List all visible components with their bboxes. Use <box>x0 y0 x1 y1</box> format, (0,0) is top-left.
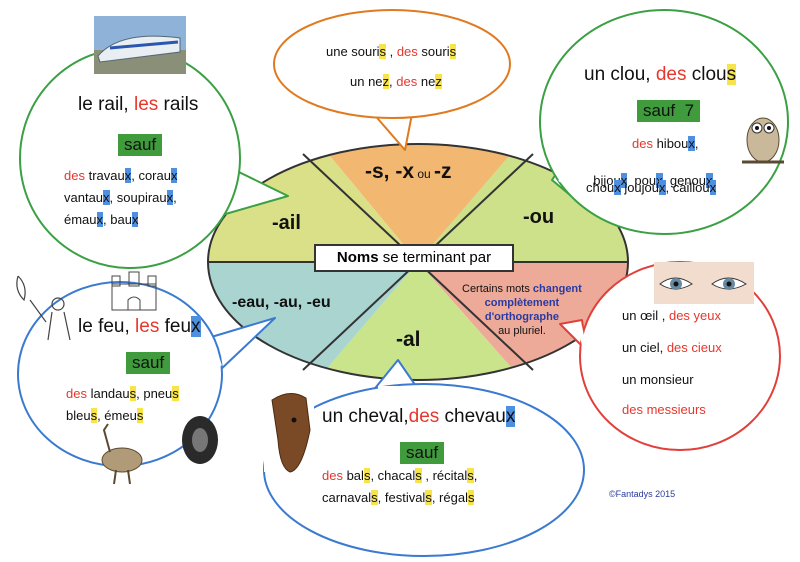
copyright: ©Fantadys 2015 <box>609 489 676 499</box>
bubble-ou-line3: choux joujoux, cailloux <box>586 180 717 195</box>
wheel-label-al: -al <box>396 328 421 351</box>
firefighter-image-icon <box>16 275 71 341</box>
train-image-icon <box>94 16 186 74</box>
horse-image-icon <box>264 388 314 473</box>
wheel-label-s-x-z: -s, -x ou -z <box>365 160 452 183</box>
center-label-bold: Noms <box>336 249 379 266</box>
bubble-al-sauf: sauf <box>400 442 445 464</box>
bubble-ail-title: le rail, les rails <box>78 94 199 115</box>
bubble-s-line1: une souris , des souris <box>326 44 457 59</box>
bubble-al <box>263 359 585 557</box>
bubble-ail <box>19 47 289 269</box>
bubble-ou-title: un clou, des clous <box>584 64 737 85</box>
tyre-image-icon <box>182 416 218 464</box>
bubble-ail-sauf: sauf <box>118 134 163 156</box>
bubble-irr-line3: un monsieur <box>622 372 694 387</box>
bubble-al-title: un cheval,des chevaux <box>322 406 516 427</box>
bubble-eu-sauf: sauf <box>126 352 171 374</box>
center-label: Noms se terminant par <box>314 244 514 272</box>
bubble-eu <box>17 281 276 467</box>
bubble-irr-line2: un ciel, des cieux <box>622 340 722 355</box>
bubble-al-line2: carnavals, festivals, régals <box>322 490 475 505</box>
bubble-ail-line3: émaux, baux <box>64 212 139 227</box>
bubble-eu-line2: bleus, émeus <box>66 408 144 423</box>
bubble-ou-sauf: sauf 7 <box>637 100 701 122</box>
center-label-rest: se terminant par <box>378 249 492 266</box>
eyes-image-icon <box>654 262 754 304</box>
bubble-irr-line4: des messieurs <box>622 402 706 417</box>
wheel-label-ou: -ou <box>523 206 555 228</box>
bubble-irr <box>559 261 781 451</box>
bubble-al-line1: des bals, chacals , récitals, <box>322 468 478 483</box>
wheel-label-special: Certains mots changent complètement d'or… <box>462 283 582 337</box>
castle-image-icon <box>111 271 157 311</box>
sector-top <box>300 144 540 262</box>
sector-al <box>300 262 540 380</box>
bubble-ail-line1: des travaux, coraux <box>64 168 178 183</box>
owl-image-icon <box>742 117 784 164</box>
bubble-eu-title: le feu, les feux <box>78 316 201 337</box>
wheel <box>208 144 628 380</box>
bubble-eu-line1: des landaus, pneus <box>66 386 179 401</box>
bubble-s <box>273 9 511 151</box>
emu-image-icon <box>101 423 143 485</box>
bubble-s-line2: un nez, des nez <box>350 74 442 89</box>
bubble-ail-line2: vantaux, soupiraux, <box>64 190 177 205</box>
bubble-irr-line1: un œil , des yeux <box>622 308 722 323</box>
wheel-label-eau: -eau, -au, -eu <box>232 294 331 311</box>
bubble-ou <box>539 9 789 235</box>
bubble-ou-line1: des hiboux, <box>632 136 699 151</box>
wheel-label-ail: -ail <box>272 212 301 234</box>
